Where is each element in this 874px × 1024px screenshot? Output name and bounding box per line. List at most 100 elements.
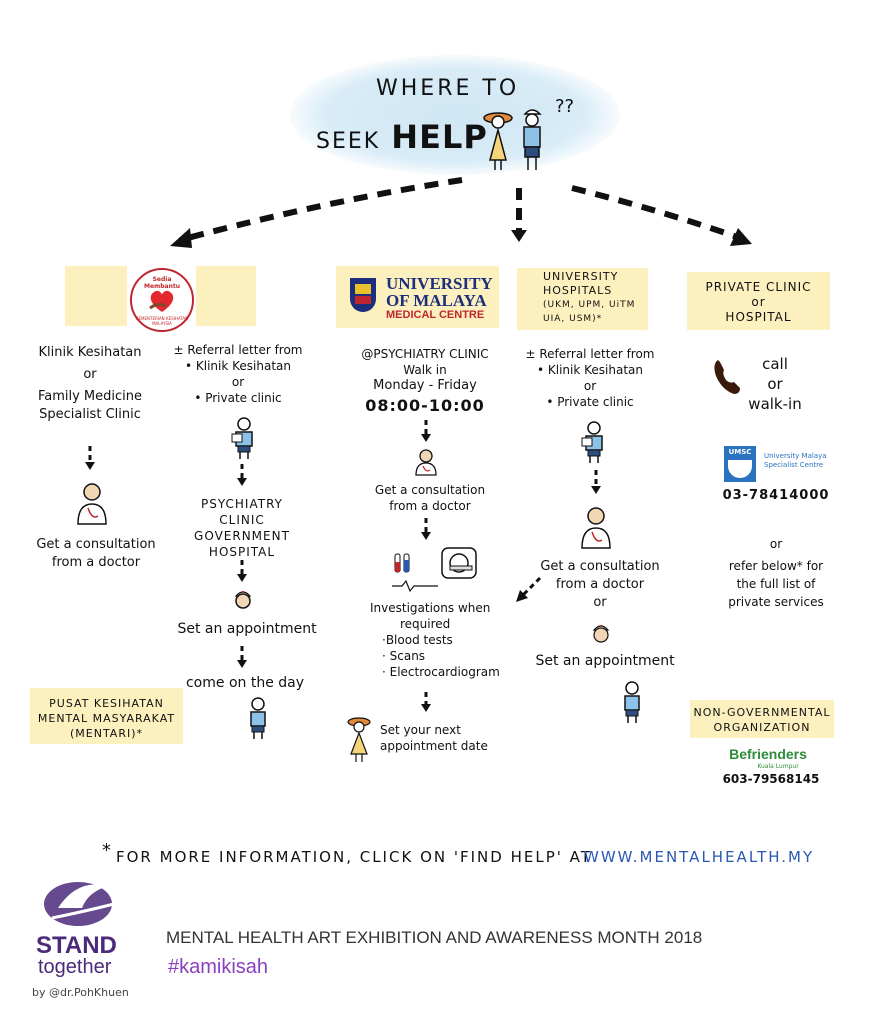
col4-call-0: call [740, 354, 810, 374]
col4-refer-1: the full list of [716, 576, 836, 592]
col2-inv-4: · Electrocardiogram [370, 664, 510, 680]
col2-clinic: @PSYCHIATRY CLINIC Walk in Monday - Frid… [350, 346, 500, 394]
col1-psychiatry: PSYCHIATRY CLINIC GOVERNMENT HOSPITAL [180, 496, 304, 560]
private-box-1: or [687, 295, 830, 310]
col1-psy-3: HOSPITAL [180, 544, 304, 560]
doctor-icon [72, 480, 112, 526]
umsc-phone: 03-78414000 [716, 488, 836, 503]
col3-referral-3: • Private clinic [520, 394, 660, 410]
col1-left-consult: Get a consultation from a doctor [30, 536, 162, 572]
scanner-icon [440, 546, 480, 582]
together-text: together [38, 956, 111, 979]
col2-clinic-0: @PSYCHIATRY CLINIC [350, 346, 500, 362]
col2-next-0: Set your next [380, 722, 510, 738]
col2-clinic-2: Monday - Friday [350, 378, 500, 394]
col3-referral-1: • Klinik Kesihatan [520, 362, 660, 378]
ngo-1: ORGANIZATION [690, 720, 834, 735]
col3-referral-2: or [520, 378, 660, 394]
ngo-box: NON-GOVERNMENTAL ORGANIZATION [690, 700, 834, 738]
col2-investigations: Investigations when required ·Blood test… [370, 600, 510, 680]
footer-url[interactable]: WWW.MENTALHEALTH.MY [584, 848, 814, 866]
col1-psy-2: GOVERNMENT [180, 528, 304, 544]
col2-consult-1: from a doctor [360, 498, 500, 514]
col4-or: or [746, 536, 806, 552]
mentari-2: (MENTARI)* [30, 726, 183, 741]
univ-box-3: UIA, USM)* [543, 312, 648, 326]
col1-right-referral: ± Referral letter from • Klinik Kesihata… [168, 342, 308, 406]
ecg-icon [392, 580, 438, 592]
footer-title: MENTAL HEALTH ART EXHIBITION AND AWARENE… [166, 928, 702, 948]
mentari-box: PUSAT KESIHATAN MENTAL MASYARAKAT (MENTA… [30, 688, 183, 744]
col1-psy-0: PSYCHIATRY [180, 496, 304, 512]
col4-call: call or walk-in [740, 354, 810, 414]
col2-arrow-2 [420, 518, 432, 542]
umsc-name: University Malaya Specialist Centre [764, 452, 827, 470]
woman-hat-icon [346, 716, 372, 764]
befrienders-logo: Befrienders [718, 746, 818, 762]
doctor-small-icon [412, 448, 440, 476]
footer-hashtag[interactable]: #kamikisah [168, 956, 268, 979]
private-clinic-box: PRIVATE CLINIC or HOSPITAL [687, 272, 830, 330]
col1-left-heading: Klinik Kesihatan or Family Medicine Spec… [30, 344, 150, 424]
univ-box-1: HOSPITALS [543, 284, 648, 298]
col2-arrow-3 [420, 692, 432, 714]
col1-right-arrow-3 [236, 646, 248, 670]
col3-consult-0: Get a consultation [530, 558, 670, 576]
col1-come-on-the-day: come on the day [180, 674, 310, 693]
col3-consult-1: from a doctor [530, 576, 670, 594]
walking-person-icon [246, 696, 272, 740]
col2-inv-3: · Scans [370, 648, 510, 664]
col4-refer: refer below* for the full list of privat… [716, 558, 836, 610]
col3-referral-0: ± Referral letter from [520, 346, 660, 362]
nurse-icon [230, 588, 256, 614]
umsc-name-1: Specialist Centre [764, 461, 827, 470]
stand-together-logo-icon [38, 868, 122, 932]
col4-refer-2: private services [716, 594, 836, 610]
col3-consult-2: or [530, 594, 670, 612]
col1-left-heading-2: Family Medicine [30, 388, 150, 406]
col1-right-referral-0: ± Referral letter from [168, 342, 308, 358]
heart-hands-icon [146, 286, 178, 314]
col1-psy-1: CLINIC [180, 512, 304, 528]
col3-consult: Get a consultation from a doctor or [530, 558, 670, 612]
col1-left-heading-3: Specialist Clinic [30, 406, 150, 424]
col2-next: Set your next appointment date [380, 722, 510, 754]
mentari-1: MENTAL MASYARAKAT [30, 711, 183, 726]
col2-consult-0: Get a consultation [360, 482, 500, 498]
ummc-line2: OF MALAYA [386, 291, 487, 311]
by-author: by @dr.PohKhuen [32, 986, 129, 999]
col4-call-2: walk-in [740, 394, 810, 414]
ummc-line3: MEDICAL CENTRE [386, 309, 484, 321]
blood-test-icon [392, 552, 414, 576]
col1-right-arrow-1 [236, 464, 248, 488]
befrienders-sub: Kuala Lumpur [748, 763, 808, 770]
private-box-2: HOSPITAL [687, 310, 830, 325]
col3-referral: ± Referral letter from • Klinik Kesihata… [520, 346, 660, 410]
umsc-abbr: UMSC [724, 448, 756, 456]
col1-left-heading-1: or [30, 366, 150, 384]
kkm-logo: Sedia Membantu KEMENTERIAN KESIHATAN MAL… [130, 268, 194, 332]
umsc-name-0: University Malaya [764, 452, 827, 461]
col1-left-heading-0: Klinik Kesihatan [30, 344, 150, 362]
col2-inv-2: ·Blood tests [370, 632, 510, 648]
umsc-logo: UMSC [724, 446, 756, 482]
col1-left-consult-0: Get a consultation [30, 536, 162, 554]
col3-arrow-1 [590, 470, 602, 496]
col1-right-arrow-2 [236, 560, 248, 584]
footer-info: FOR MORE INFORMATION, CLICK ON 'FIND HEL… [116, 848, 592, 866]
univ-hospitals-box: UNIVERSITY HOSPITALS (UKM, UPM, UiTM UIA… [517, 268, 648, 330]
col2-inv-0: Investigations when [370, 600, 510, 616]
col2-arrow-1 [420, 420, 432, 444]
col1-box-left [65, 266, 127, 326]
col2-inv-1: required [370, 616, 510, 632]
doctor-icon-2 [576, 504, 616, 550]
ngo-phone: 603-79568145 [716, 772, 826, 786]
col4-refer-0: refer below* for [716, 558, 836, 574]
kkm-logo-ring: KEMENTERIAN KESIHATAN MALAYSIA [134, 316, 190, 326]
phone-icon [712, 358, 742, 396]
nurse-icon-2 [588, 622, 614, 648]
univ-box-0: UNIVERSITY [543, 270, 648, 284]
person-reading-icon-2 [580, 420, 606, 464]
person-reading-icon [230, 416, 256, 460]
private-box-0: PRIVATE CLINIC [687, 280, 830, 295]
